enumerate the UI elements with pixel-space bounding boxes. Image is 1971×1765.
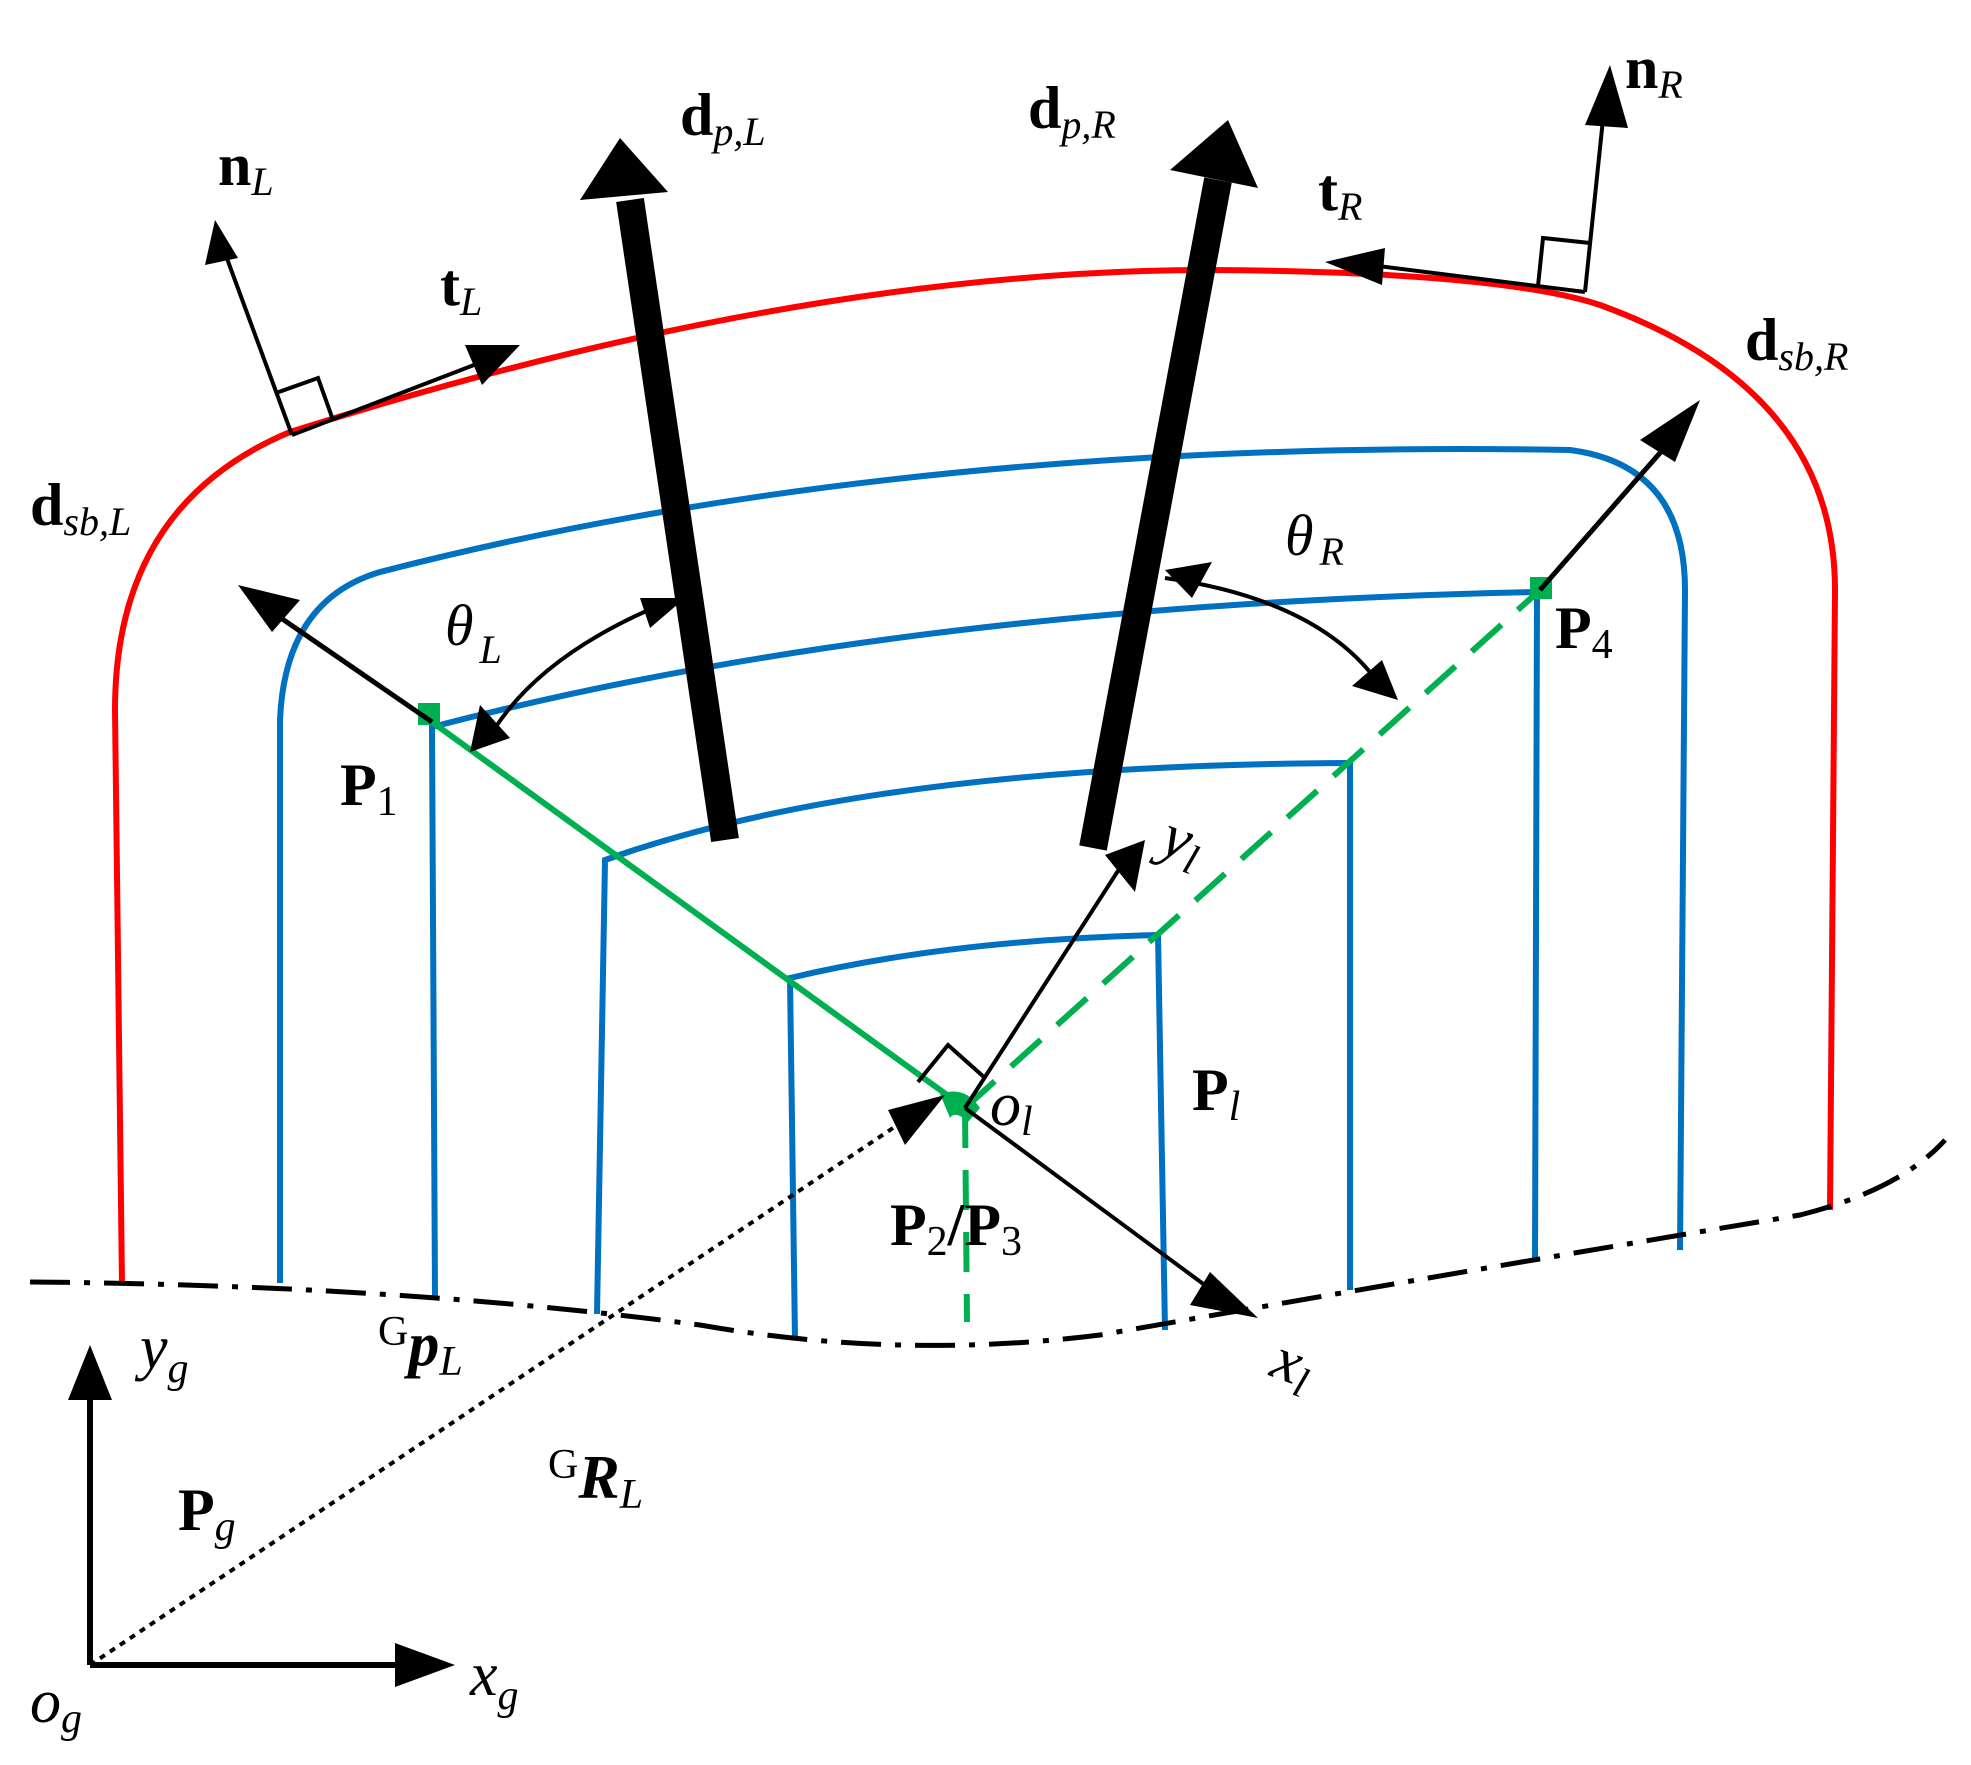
n-r-arrowhead bbox=[1585, 65, 1628, 128]
lane-line-vertical bbox=[962, 1107, 970, 1323]
ground-reference-curve bbox=[29, 1138, 1947, 1348]
theta-r-arrowhead-bottom bbox=[1352, 660, 1398, 700]
dp-l-vector bbox=[616, 197, 739, 843]
xg-arrowhead bbox=[395, 1643, 455, 1687]
parking-space-outline bbox=[594, 759, 1353, 1315]
xl-axis bbox=[963, 1106, 1227, 1302]
label-p2-p3: P2/P3 bbox=[890, 1192, 1022, 1265]
label-d-p-r: dp,R bbox=[1028, 75, 1116, 147]
theta-l-arrowhead-bottom bbox=[470, 705, 510, 752]
right-angle-mark-r bbox=[1536, 235, 1591, 287]
p4-normal-vector bbox=[1538, 428, 1682, 592]
label-n-r: nR bbox=[1625, 35, 1683, 107]
label-xl: xl bbox=[1260, 1324, 1323, 1407]
label-d-p-l: dp,L bbox=[680, 82, 766, 154]
pg-vector bbox=[88, 1118, 907, 1667]
theta-r-arc bbox=[1164, 576, 1382, 687]
p1-normal-arrowhead bbox=[238, 585, 300, 632]
yl-arrowhead bbox=[1105, 840, 1145, 892]
outer-boundary-curve bbox=[111, 266, 1839, 1286]
lane-line-p1-ol bbox=[430, 719, 967, 1111]
t-r-arrowhead bbox=[1325, 248, 1385, 285]
dp-l-arrowhead bbox=[580, 138, 668, 200]
n-l-arrowhead bbox=[205, 220, 238, 265]
label-d-sb-l: dsb,L bbox=[30, 472, 131, 544]
dp-r-vector bbox=[1079, 177, 1232, 851]
theta-l-arc bbox=[483, 603, 661, 746]
label-pl: Pl bbox=[1192, 1057, 1240, 1130]
p4-normal-arrowhead bbox=[1640, 400, 1700, 462]
theta-l-arrowhead-top bbox=[640, 598, 685, 628]
t-r-vector bbox=[1369, 263, 1586, 294]
n-l-vector bbox=[220, 244, 294, 436]
label-xg: xg bbox=[469, 1641, 519, 1719]
label-p4: P4 bbox=[1555, 595, 1613, 668]
p1-normal-vector bbox=[260, 602, 434, 725]
label-yl: yl bbox=[1146, 799, 1214, 884]
right-angle-mark-ol bbox=[916, 1042, 987, 1084]
p1-marker bbox=[418, 703, 440, 725]
xl-arrowhead bbox=[1190, 1272, 1258, 1318]
label-n-l: nL bbox=[218, 132, 274, 204]
label-d-sb-r: dsb,R bbox=[1745, 307, 1848, 379]
label-ol: ol bbox=[990, 1071, 1033, 1145]
curb-line-outer bbox=[277, 446, 1689, 1283]
label-pg: Pg bbox=[178, 1477, 236, 1550]
label-t-r: tR bbox=[1318, 157, 1362, 229]
yg-arrowhead bbox=[68, 1345, 112, 1400]
label-og: og bbox=[30, 1668, 82, 1742]
theta-r-arrowhead-top bbox=[1165, 562, 1212, 598]
label-p1: P1 bbox=[340, 752, 398, 825]
label-yg: yg bbox=[134, 1314, 189, 1392]
right-angle-mark-l bbox=[275, 375, 335, 421]
curb-line-second bbox=[428, 588, 1541, 1298]
lane-line-ol-p4 bbox=[962, 587, 1543, 1111]
yl-axis bbox=[963, 858, 1127, 1110]
t-l-vector bbox=[291, 353, 501, 437]
n-r-vector bbox=[1583, 99, 1607, 293]
t-l-arrowhead bbox=[465, 345, 520, 385]
label-g-p-l: GpL bbox=[378, 1309, 463, 1385]
dp-r-arrowhead bbox=[1170, 120, 1258, 188]
pg-arrowhead bbox=[888, 1095, 945, 1145]
inner-space-outline bbox=[786, 931, 1168, 1341]
label-t-l: tL bbox=[440, 252, 482, 324]
label-g-r-l: GRL bbox=[548, 1442, 643, 1518]
